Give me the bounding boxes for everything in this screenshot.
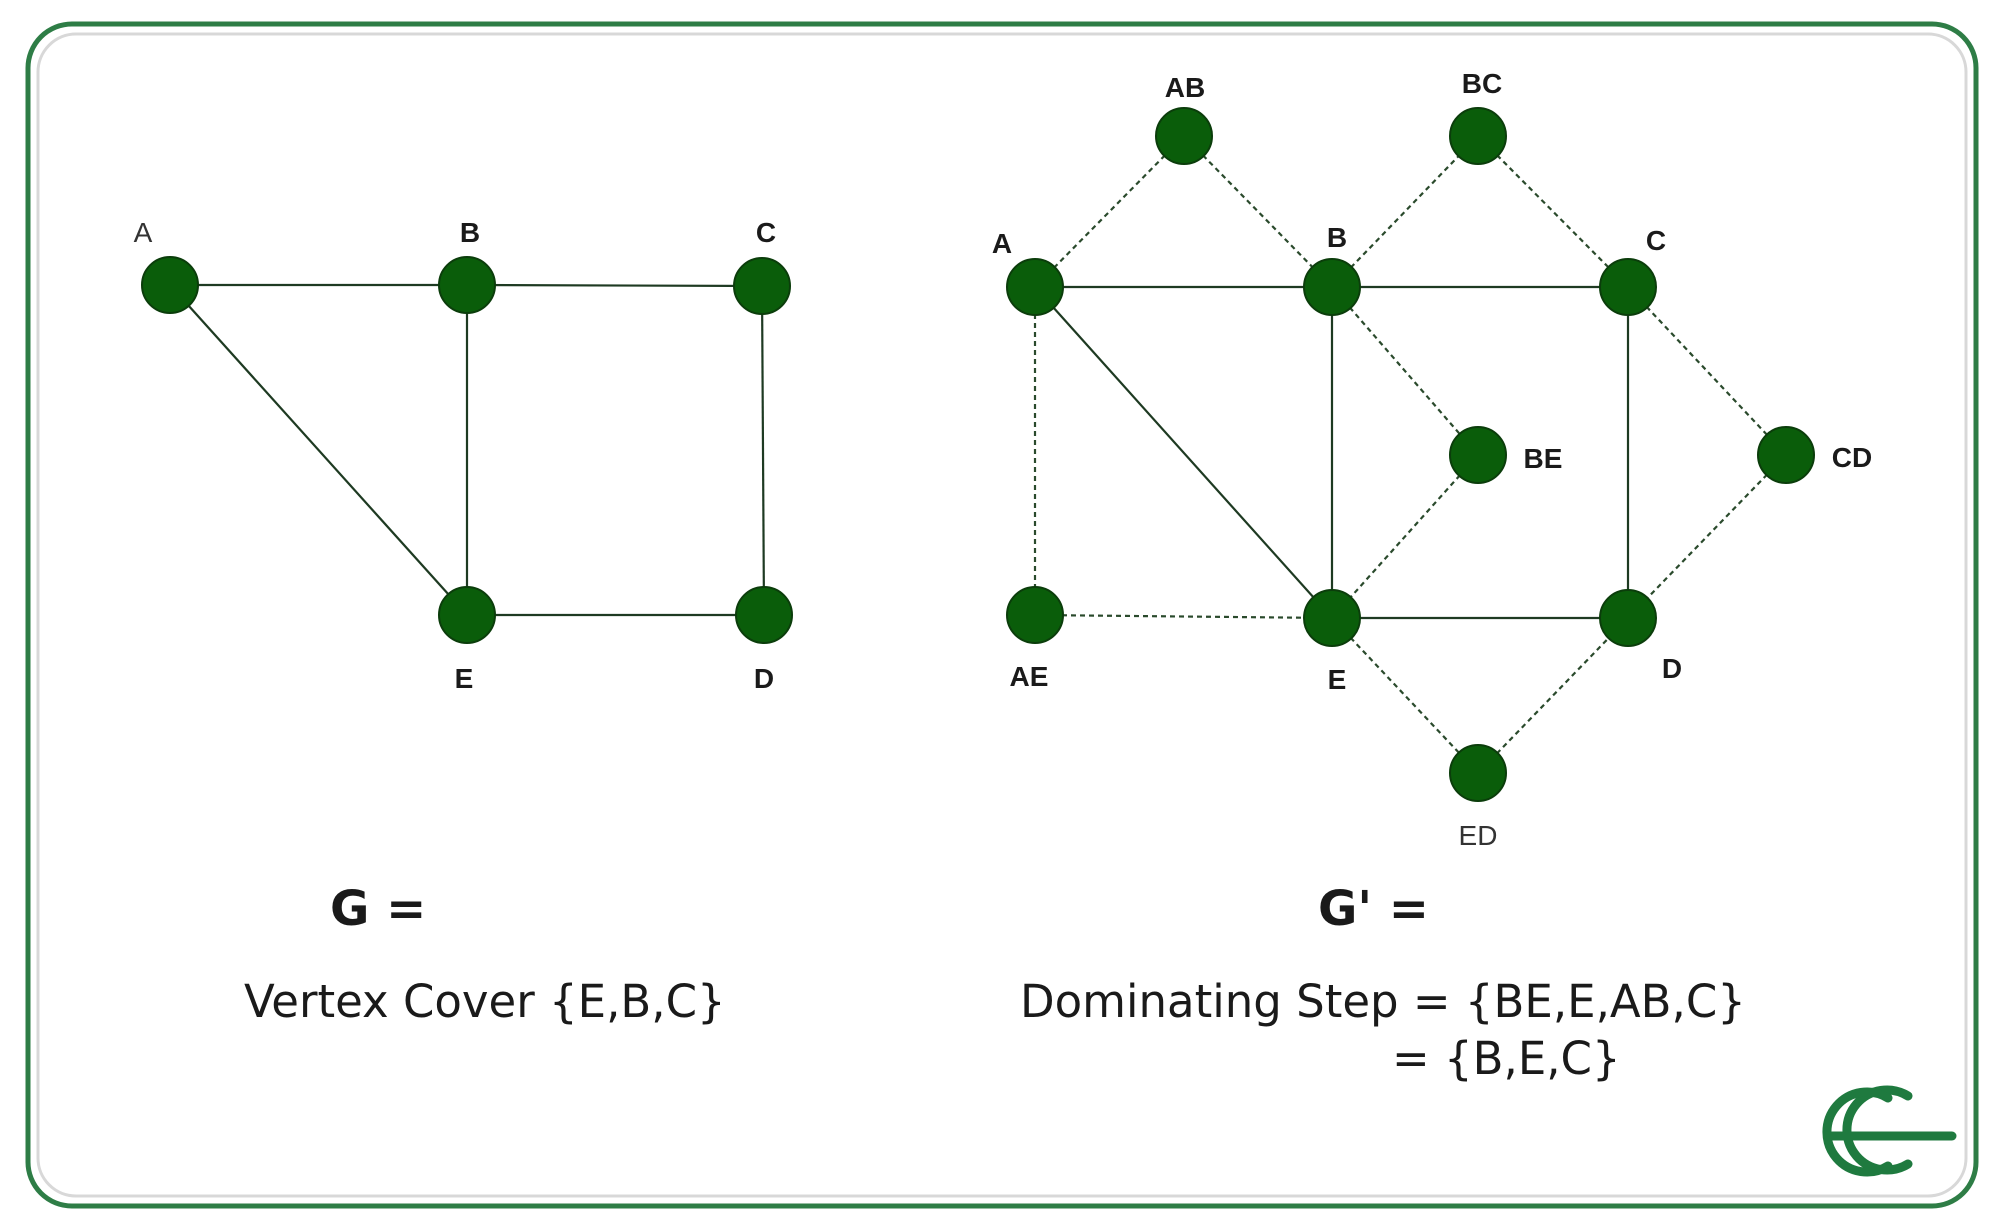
geeksforgeeks-logo-icon [1822, 1085, 1957, 1177]
g-node-label-b: B [460, 217, 480, 248]
g-prime-node-b [1303, 258, 1361, 316]
g-edge-a-e [169, 284, 468, 616]
g-prime-node-label-ae: AE [1010, 661, 1049, 692]
g-prime-node-label-d: D [1662, 653, 1682, 684]
g-prime-edge-a-e [1034, 286, 1333, 619]
g-prime-node-label-ed: ED [1459, 820, 1498, 851]
g-node-d [735, 586, 793, 644]
graph-g-prime-edges [1033, 135, 1787, 774]
g-prime-node-ab [1155, 107, 1213, 165]
g-node-a [141, 256, 199, 314]
g-prime-node-e [1303, 589, 1361, 647]
g-prime-node-ed [1449, 744, 1507, 802]
g-prime-node-label-a: A [992, 228, 1012, 259]
graph-g-node-labels: A B C D E [134, 217, 776, 694]
g-prime-edge-cd-d [1627, 454, 1787, 619]
g-prime-node-label-ab: AB [1165, 72, 1205, 103]
g-edge-c-d [760, 285, 766, 616]
g-prime-node-label-b: B [1327, 222, 1347, 253]
g-prime-edge-be-e [1331, 454, 1479, 619]
graph-g-title: G = [330, 881, 426, 937]
g-edge-b-c [466, 283, 763, 288]
g-node-label-c: C [756, 217, 776, 248]
graph-g-prime-nodes [1006, 107, 1815, 802]
g-node-label-a: A [134, 217, 153, 248]
g-node-label-e: E [455, 663, 474, 694]
g-prime-node-be [1449, 426, 1507, 484]
g-prime-node-label-bc: BC [1462, 68, 1502, 99]
dominating-set-caption-line1: Dominating Step = {BE,E,AB,C} [1020, 975, 1746, 1028]
g-prime-node-bc [1449, 107, 1507, 165]
g-node-b [438, 256, 496, 314]
g-node-c [733, 257, 791, 315]
g-node-label-d: D [754, 663, 774, 694]
g-prime-edge-b-be [1331, 286, 1479, 456]
g-prime-node-c [1599, 258, 1657, 316]
vertex-cover-caption: Vertex Cover {E,B,C} [244, 975, 726, 1028]
dominating-set-caption-line2: = {B,E,C} [1392, 1032, 1621, 1085]
g-prime-node-cd [1757, 426, 1815, 484]
g-node-e [438, 586, 496, 644]
g-prime-node-d [1599, 589, 1657, 647]
g-prime-node-label-cd: CD [1832, 442, 1872, 473]
g-prime-node-a [1006, 258, 1064, 316]
graph-g-edges [169, 283, 766, 617]
outer-frame [25, 21, 1979, 1209]
inner-frame [36, 32, 1968, 1198]
g-prime-node-label-c: C [1646, 225, 1666, 256]
g-prime-edge-b-bc [1331, 135, 1479, 288]
g-prime-edge-ae-e [1034, 613, 1333, 620]
graph-g-nodes [141, 256, 793, 644]
g-prime-node-ae [1006, 586, 1064, 644]
graph-g-prime-title: G' = [1318, 881, 1429, 937]
g-prime-node-label-e: E [1328, 664, 1347, 695]
g-prime-edge-c-cd [1627, 286, 1787, 456]
g-prime-node-label-be: BE [1524, 443, 1563, 474]
